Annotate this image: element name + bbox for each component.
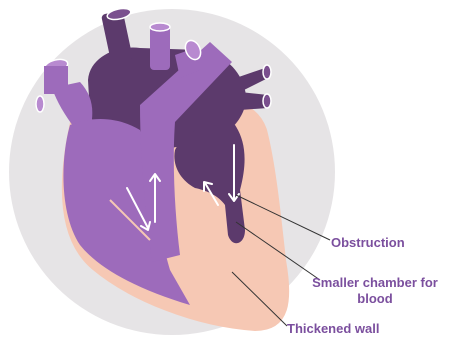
left-vessel [44, 66, 68, 94]
label-smaller-chamber: Smaller chamber for blood [311, 275, 439, 307]
top-vessel-opening [150, 23, 170, 31]
label-thickened-wall: Thickened wall [287, 321, 379, 337]
left-small-vessel-opening [36, 96, 44, 112]
right-vein-opening-top [263, 65, 271, 79]
label-obstruction: Obstruction [331, 235, 405, 251]
right-vein-opening-bottom [263, 94, 271, 108]
